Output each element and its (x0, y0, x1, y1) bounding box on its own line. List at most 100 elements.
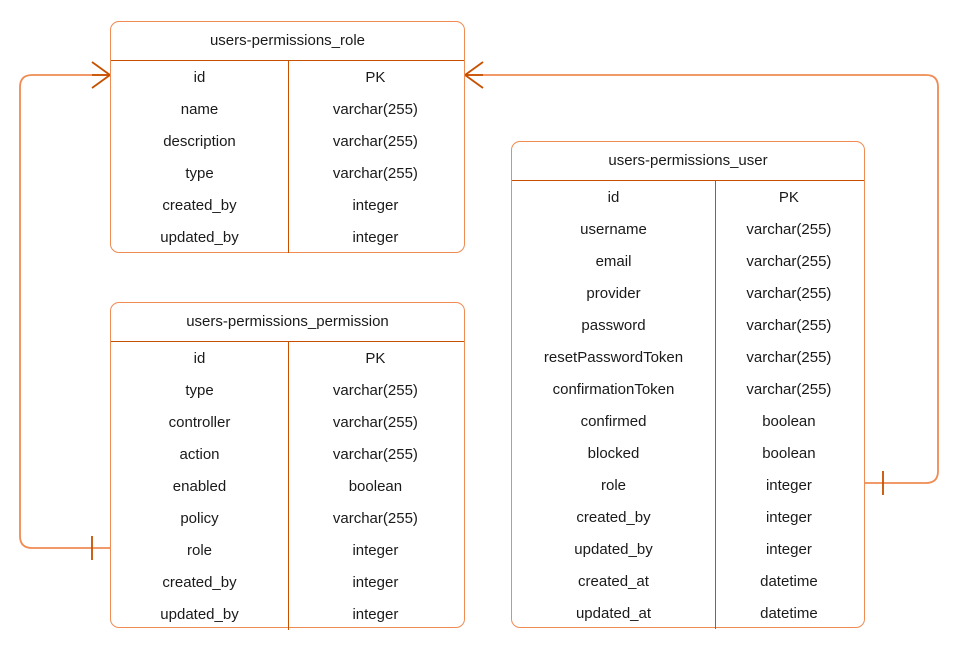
table-row[interactable]: updated_by integer (512, 533, 864, 565)
column-name: policy (180, 509, 219, 527)
column-divider (715, 181, 716, 629)
column-type: varchar(255) (746, 284, 832, 302)
column-name: password (581, 316, 646, 334)
column-type: datetime (760, 604, 818, 622)
column-type: varchar(255) (746, 252, 832, 270)
column-type: varchar(255) (332, 509, 418, 527)
table-row[interactable]: id PK (111, 342, 464, 374)
column-name: blocked (587, 444, 640, 462)
column-name: updated_by (574, 540, 653, 558)
column-name: confirmationToken (552, 380, 675, 398)
column-type: varchar(255) (746, 348, 832, 366)
table-row[interactable]: id PK (512, 181, 864, 213)
column-name: username (580, 220, 647, 238)
column-name: email (595, 252, 632, 270)
table-row[interactable]: created_at datetime (512, 565, 864, 597)
table-row[interactable]: password varchar(255) (512, 309, 864, 341)
column-type: PK (778, 188, 799, 206)
table-row[interactable]: updated_by integer (111, 221, 464, 253)
column-name: controller (168, 413, 231, 431)
column-type: PK (365, 68, 386, 86)
column-type: varchar(255) (332, 445, 418, 463)
table-row[interactable]: created_by integer (111, 566, 464, 598)
column-name: enabled (172, 477, 227, 495)
column-name: provider (586, 284, 641, 302)
entity-columns-role: id PK name varchar(255) description varchar(2… (111, 61, 464, 253)
column-name: updated_by (160, 605, 239, 623)
column-divider (288, 342, 289, 630)
column-type: integer (765, 476, 812, 494)
column-name: role (600, 476, 626, 494)
column-type: boolean (762, 444, 816, 462)
column-name: id (607, 188, 620, 206)
column-type: varchar(255) (332, 413, 418, 431)
entity-title-permission: users-permissions_permission (111, 303, 464, 342)
column-type: varchar(255) (332, 164, 418, 182)
column-name: type (185, 164, 214, 182)
table-row[interactable]: resetPasswordToken varchar(255) (512, 341, 864, 373)
column-name: action (179, 445, 220, 463)
table-row[interactable]: role integer (111, 534, 464, 566)
table-row[interactable]: blocked boolean (512, 437, 864, 469)
table-row[interactable]: updated_at datetime (512, 597, 864, 629)
column-name: description (163, 132, 236, 150)
table-row[interactable]: type varchar(255) (111, 374, 464, 406)
column-name: created_by (576, 508, 651, 526)
table-row[interactable]: action varchar(255) (111, 438, 464, 470)
table-row[interactable]: email varchar(255) (512, 245, 864, 277)
column-type: varchar(255) (746, 316, 832, 334)
table-row[interactable]: confirmed boolean (512, 405, 864, 437)
table-row[interactable]: name varchar(255) (111, 93, 464, 125)
column-type: integer (352, 228, 399, 246)
crowsfoot-many-role-left (91, 61, 111, 89)
column-name: id (193, 349, 206, 367)
entity-title-user: users-permissions_user (512, 142, 864, 181)
table-row[interactable]: id PK (111, 61, 464, 93)
column-name: created_by (162, 573, 237, 591)
relationship-permission-role (19, 61, 111, 560)
table-row[interactable]: updated_by integer (111, 598, 464, 630)
table-row[interactable]: type varchar(255) (111, 157, 464, 189)
table-row[interactable]: role integer (512, 469, 864, 501)
entity-title-role: users-permissions_role (111, 22, 464, 61)
column-type: integer (765, 508, 812, 526)
table-row[interactable]: provider varchar(255) (512, 277, 864, 309)
column-type: boolean (762, 412, 816, 430)
column-type: integer (765, 540, 812, 558)
column-name: updated_by (160, 228, 239, 246)
entity-columns-permission: id PK type varchar(255) controller varchar(25… (111, 342, 464, 630)
column-name: confirmed (580, 412, 647, 430)
column-name: updated_at (575, 604, 652, 622)
column-divider (288, 61, 289, 253)
table-row[interactable]: confirmationToken varchar(255) (512, 373, 864, 405)
table-row[interactable]: controller varchar(255) (111, 406, 464, 438)
table-row[interactable]: created_by integer (512, 501, 864, 533)
column-type: varchar(255) (332, 132, 418, 150)
column-type: varchar(255) (746, 380, 832, 398)
column-type: integer (352, 573, 399, 591)
table-row[interactable]: created_by integer (111, 189, 464, 221)
column-name: created_at (578, 572, 649, 590)
column-name: type (185, 381, 214, 399)
column-name: name (180, 100, 219, 118)
column-type: varchar(255) (332, 100, 418, 118)
column-type: varchar(255) (332, 381, 418, 399)
column-name: role (186, 541, 212, 559)
column-type: integer (352, 196, 399, 214)
column-name: created_by (162, 196, 237, 214)
column-type: integer (352, 605, 399, 623)
column-name: id (193, 68, 206, 86)
column-type: datetime (760, 572, 818, 590)
column-type: PK (365, 349, 386, 367)
crowsfoot-many-role-right (464, 61, 484, 89)
column-name: resetPasswordToken (543, 348, 684, 366)
table-row[interactable]: policy varchar(255) (111, 502, 464, 534)
column-type: integer (352, 541, 399, 559)
table-row[interactable]: description varchar(255) (111, 125, 464, 157)
